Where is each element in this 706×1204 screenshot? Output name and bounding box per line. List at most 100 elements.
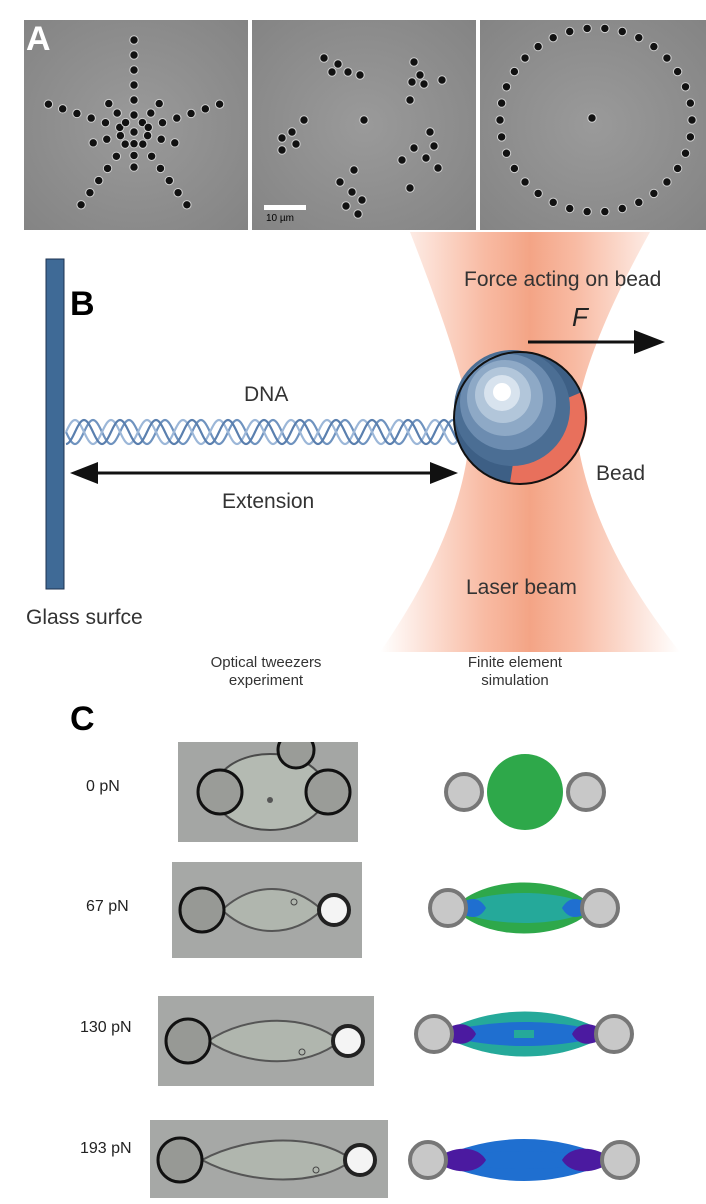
microbead [85,187,95,198]
optical-trap-diagram [45,232,680,652]
experiment-image-130pn [158,996,374,1086]
microbead [421,153,431,163]
microbead [277,133,287,143]
microbead [496,98,507,108]
microbead [495,115,505,125]
force-row-label: 0 pN [86,778,120,795]
microbead [600,206,610,217]
microbead [397,155,407,165]
microbead [129,80,139,90]
microbead [425,127,435,137]
force-symbol: F [572,302,588,332]
microbead [429,141,439,151]
microbead [347,187,357,197]
microbead [100,118,111,128]
micro-image-star [24,20,248,230]
experiment-image-0pn [178,742,358,842]
microbead [129,162,139,172]
microbead [72,108,82,119]
microbead [138,139,148,149]
microbead [649,188,659,199]
microbead [548,197,558,208]
microbead [533,41,543,52]
microbead [129,65,139,75]
microbead [146,151,157,161]
microbead [143,122,153,133]
microbead [287,127,297,137]
microbead [405,183,415,193]
microbead [172,113,182,123]
microbead [120,117,131,128]
experiment-image-67pn [172,862,362,958]
microbead [409,143,419,153]
microbead [173,187,183,198]
microbead [277,145,287,155]
microbead [359,115,369,125]
microbead [182,200,192,210]
microbead [129,50,139,60]
laser-label: Laser beam [466,576,577,599]
microbead [129,95,139,105]
column-header-experiment-line2: experiment [228,672,304,689]
microbead [129,35,139,45]
microbead [509,66,520,77]
force-arrow [528,330,665,354]
microbead [419,79,429,89]
microbead [186,108,196,119]
bead-pattern-letters [252,20,476,230]
microbead [680,148,691,158]
microbead [357,195,367,205]
microbead [634,32,644,43]
column-header-experiment: Optical tweezers experiment [186,654,346,690]
microbead [111,151,122,161]
panel-letter-c: C [70,700,95,738]
glass-label: Glass surfce [26,606,143,629]
force-row-label: 130 pN [80,1019,132,1036]
experiment-image-193pn [150,1120,388,1198]
simulation-67pn [428,882,620,934]
microbead [634,197,644,208]
trapped-bead [453,350,588,485]
micro-image-circle [480,20,706,230]
microbead [129,150,139,161]
simulation-193pn [408,1139,640,1181]
panel-letter-a: A [26,20,51,58]
microbead [102,134,112,144]
microbead [43,99,54,109]
microbead [407,77,417,87]
extension-arrow [70,462,458,484]
microbead [582,23,592,34]
microbead [214,99,225,109]
microbead [146,108,156,118]
microbead [86,113,96,123]
microbead [353,209,363,219]
glass-surface [45,258,65,590]
microbead [129,139,139,149]
microbead [687,115,697,125]
column-header-simulation-line1: Finite element [467,654,563,671]
bead-label: Bead [596,462,646,485]
microbead [88,138,98,148]
column-header-simulation: Finite element simulation [440,654,590,690]
microbead [662,53,672,63]
simulation-0pn [444,754,606,830]
microbead [685,98,696,108]
microbead [319,53,329,63]
bead-pattern-circle [480,20,706,230]
microbead [327,67,337,77]
microbead [155,163,166,174]
microbead [405,95,415,105]
microbead [409,57,419,67]
microbead [341,201,351,211]
microbead [335,177,345,187]
microbead [129,127,139,137]
bead-pattern-star [24,20,248,230]
microbead [548,32,558,43]
microbead [685,132,696,142]
microbead [120,139,130,149]
microbead [509,163,520,174]
microbead [349,165,359,175]
micro-image-letters: 10 µm [252,20,476,230]
microbead [415,70,425,80]
microbead [437,75,447,85]
